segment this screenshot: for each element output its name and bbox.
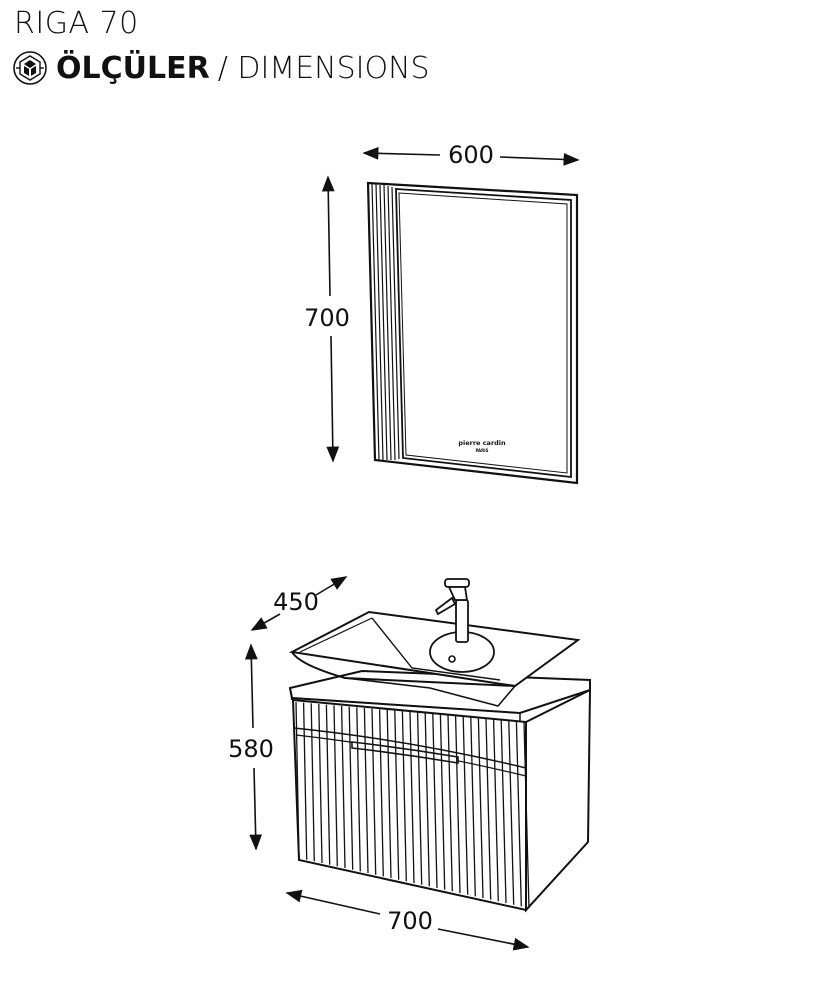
- flute-line: [325, 704, 331, 865]
- dimensions-cube-icon: [13, 51, 47, 85]
- cabinet-width-dimension: 700: [285, 889, 530, 951]
- flute-line: [394, 710, 400, 880]
- flute-line: [310, 703, 315, 862]
- flute-line: [363, 707, 369, 874]
- flute-line: [416, 712, 423, 885]
- product-title: RIGA 70: [14, 6, 139, 41]
- cabinet-depth-dimension: 450: [250, 576, 348, 631]
- cabinet-drawing: [288, 669, 592, 913]
- heading-turkish: ÖLÇÜLER: [56, 50, 210, 86]
- flute-line: [462, 716, 469, 895]
- flute-line: [302, 702, 308, 860]
- basin-drawing: [288, 610, 581, 707]
- flute-line: [492, 719, 499, 902]
- cabinet-height-dimension: 580: [228, 643, 274, 851]
- flute-line: [371, 708, 377, 875]
- cabinet-width-label: 700: [387, 907, 433, 935]
- flute-line: [424, 713, 430, 887]
- flute-line: [356, 707, 361, 872]
- mirror-brand-sub: PARIS: [475, 448, 488, 453]
- flute-line: [318, 703, 323, 864]
- faucet-drawing: [434, 578, 470, 643]
- flute-line: [485, 718, 492, 900]
- dimensions-heading: ÖLÇÜLER / DIMENSIONS: [12, 50, 430, 86]
- flute-line: [508, 720, 515, 905]
- flute-line: [523, 721, 530, 909]
- flute-line: [386, 709, 392, 879]
- flute-line: [470, 717, 476, 897]
- mirror-drawing: [366, 181, 579, 485]
- flute-line: [447, 715, 453, 892]
- flute-line: [515, 721, 522, 907]
- flute-line: [378, 709, 384, 877]
- mirror-brand-logo: pierre cardin: [458, 439, 506, 447]
- flute-line: [348, 706, 354, 870]
- flute-line: [454, 715, 461, 894]
- cabinet-depth-label: 450: [273, 588, 319, 616]
- flute-line: [477, 717, 484, 899]
- flute-line: [439, 714, 446, 890]
- flute-line: [401, 711, 407, 882]
- flute-line: [340, 705, 346, 869]
- mirror-width-dimension: 600: [362, 141, 580, 169]
- flute-line: [295, 701, 300, 859]
- heading-english: / DIMENSIONS: [217, 50, 430, 86]
- flute-line: [409, 711, 415, 884]
- mirror-height-dimension: 700: [304, 175, 350, 463]
- cabinet-flutes: [295, 701, 530, 909]
- mirror-height-label: 700: [304, 304, 350, 332]
- flute-line: [500, 719, 507, 904]
- cabinet-height-label: 580: [228, 735, 274, 763]
- mirror-width-label: 600: [448, 141, 494, 169]
- flute-line: [333, 705, 338, 867]
- flute-line: [432, 713, 438, 889]
